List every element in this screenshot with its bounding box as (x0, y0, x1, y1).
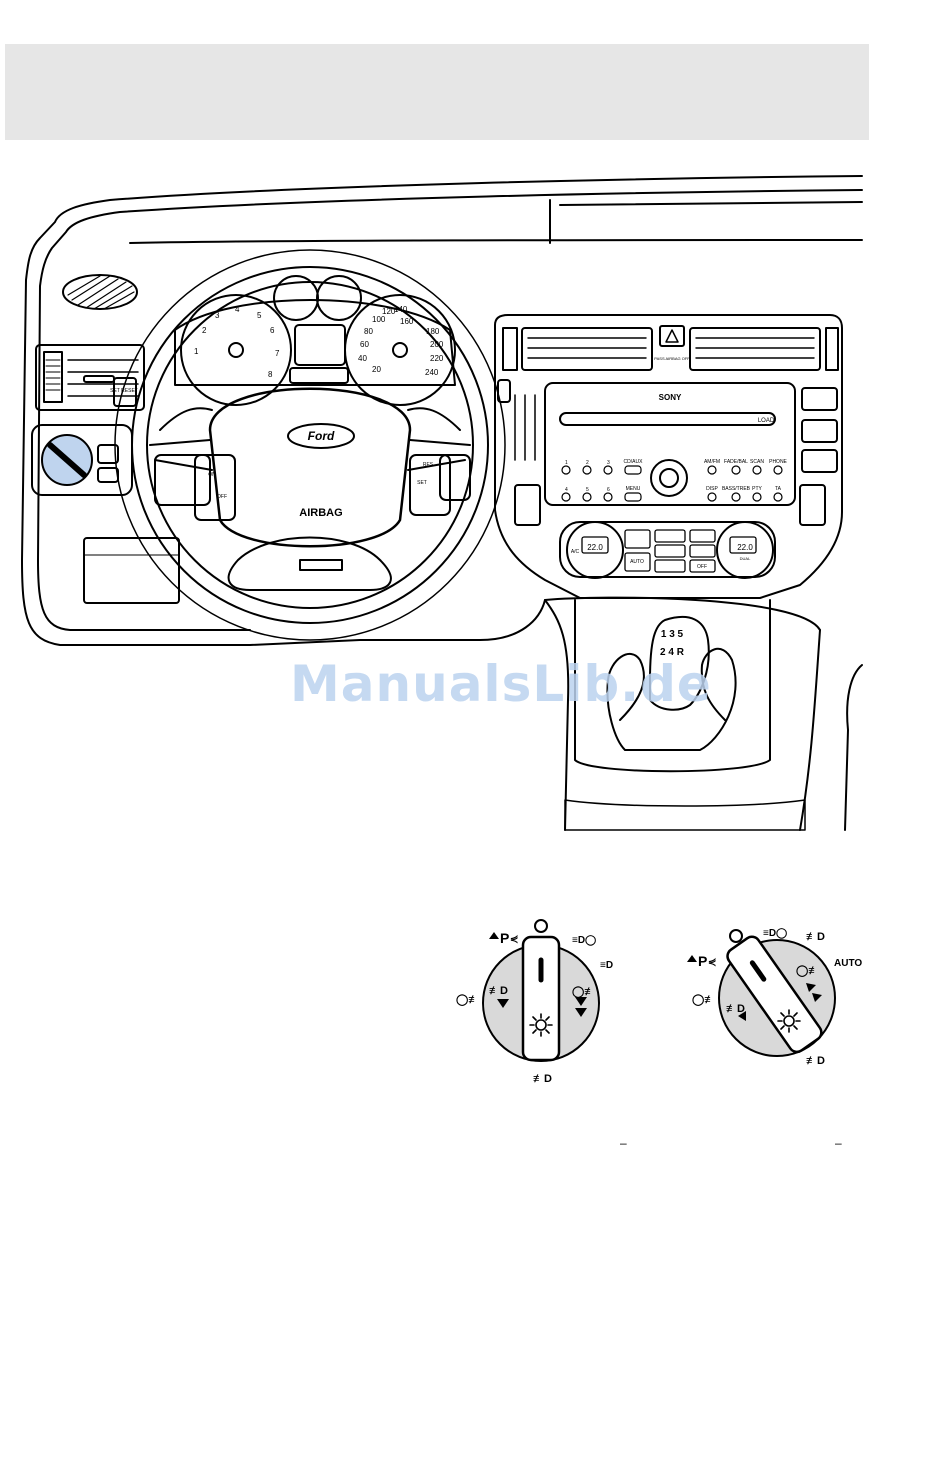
svg-text:200: 200 (430, 340, 444, 349)
center-stack (494, 314, 843, 599)
svg-text:20: 20 (372, 365, 381, 374)
radio-load: LOAD (758, 418, 775, 424)
steering-wheel (114, 249, 506, 641)
svg-text:⋞: ⋞ (510, 934, 518, 945)
svg-text:1: 1 (194, 347, 199, 356)
left-vent-oval (62, 274, 138, 310)
radio-presets: 1 2 3 4 5 6 (565, 460, 610, 493)
svg-text:5: 5 (257, 311, 262, 320)
climate-auto: AUTO (630, 559, 644, 565)
radio-btn-cdaux: CD/AUX (624, 459, 644, 465)
dashboard-shell (21, 175, 863, 831)
radio-btn-basstreb: BASS/TREB (722, 486, 751, 492)
svg-text:1: 1 (565, 460, 568, 466)
climate-off: OFF (697, 564, 707, 570)
svg-text:140: 140 (394, 305, 408, 314)
manual-switch-symbols: P ⋞ ≡D◯ ≡D ◯≢ ≢D ◯≢ ≢D (456, 930, 613, 1085)
ford-badge: Ford (308, 429, 335, 443)
radio-btn-ta: TA (775, 486, 782, 492)
svg-text:P: P (698, 953, 707, 969)
svg-text:◯≢: ◯≢ (572, 986, 595, 998)
off-position-icon-auto (729, 929, 743, 943)
svg-text:≡D◯: ≡D◯ (763, 928, 787, 939)
svg-text:40: 40 (358, 354, 367, 363)
svg-text:≢D: ≢D (806, 931, 825, 943)
radio-btn-scan: SCAN (750, 459, 764, 465)
headlamp-switch-auto (687, 929, 836, 1057)
gear-shift (574, 599, 771, 773)
svg-text:6: 6 (270, 326, 275, 335)
svg-text:220: 220 (430, 354, 444, 363)
set-reset-label: SET RESET (110, 388, 138, 394)
radio-btn-amfm: AM/FM (704, 459, 720, 465)
svg-text:6: 6 (607, 487, 610, 493)
wheel-off-label: OFF (217, 494, 227, 500)
tachometer-ticks: 1 2 3 4 5 6 7 8 (194, 305, 280, 379)
wheel-res-label: RES (423, 462, 434, 468)
svg-text:≡D: ≡D (600, 960, 613, 971)
svg-text:2: 2 (586, 460, 589, 466)
climate-left-temp: 22.0 (587, 543, 603, 552)
svg-text:≢D: ≢D (533, 1073, 552, 1085)
svg-text:240: 240 (425, 368, 439, 377)
radio-btn-menu: MENU (626, 486, 641, 492)
radio-preset-buttons (561, 465, 783, 502)
dash-light-switch (31, 424, 133, 496)
svg-text:4: 4 (565, 487, 568, 493)
svg-text:180: 180 (426, 327, 440, 336)
storage-box (83, 537, 180, 604)
svg-text:≢D: ≢D (806, 1055, 825, 1067)
auto-label: AUTO (834, 958, 862, 969)
svg-text:120: 120 (382, 307, 396, 316)
svg-text:◯≢: ◯≢ (692, 994, 715, 1006)
auto-switch-symbols: P ⋞ ≡D◯ ≢D AUTO ◯≢ ≢D ◯≢ ≢D (692, 928, 862, 1067)
svg-text:8: 8 (268, 370, 273, 379)
radio-brand: SONY (659, 393, 682, 402)
climate-dual: DUAL (740, 556, 751, 561)
wheel-on-label: ON (208, 472, 216, 478)
svg-text:100: 100 (372, 315, 386, 324)
left-side-vent (35, 344, 145, 411)
svg-text:≡D◯: ≡D◯ (572, 935, 596, 946)
svg-text:60: 60 (360, 340, 369, 349)
gear-top: 1 3 5 (661, 629, 684, 640)
set-reset-stalk (113, 377, 137, 407)
svg-text:3: 3 (215, 311, 220, 320)
svg-text:≢D: ≢D (489, 985, 508, 997)
speedometer-ticks: 20 40 60 80 100 120 140 160 180 200 220 … (358, 305, 444, 377)
wheel-set-label: SET (417, 480, 427, 486)
svg-text:≢D: ≢D (726, 1003, 745, 1015)
svg-text:◯≢: ◯≢ (796, 965, 819, 977)
radio-btn-pty: PTY (752, 486, 762, 492)
radio-btn-fadebal: FADE/BAL (724, 459, 748, 465)
gear-bottom: 2 4 R (660, 647, 685, 658)
climate-ac: A/C (571, 549, 580, 555)
svg-text:7: 7 (275, 349, 280, 358)
lower-console (564, 799, 806, 831)
svg-text:160: 160 (400, 317, 414, 326)
climate-right-temp: 22.0 (737, 543, 753, 552)
svg-text:5: 5 (586, 487, 589, 493)
svg-text:2: 2 (202, 326, 207, 335)
svg-text:80: 80 (364, 327, 373, 336)
svg-text:⋞: ⋞ (708, 957, 716, 968)
radio-btn-disp: DISP (706, 486, 718, 492)
svg-text:◯≢: ◯≢ (456, 994, 479, 1006)
watermark: ManualsLib.de (290, 655, 712, 713)
radio-btn-phone: PHONE (769, 459, 787, 465)
header-bar (5, 44, 869, 140)
dashboard-labels: AIRBAG Ford SONY LOAD CD/AUX AM/FM FADE/… (110, 356, 787, 658)
svg-text:4: 4 (235, 305, 240, 314)
hazard-label: PASS AIRBAG OFF (654, 356, 690, 361)
sun-icon-auto (777, 1009, 801, 1033)
off-position-icon (534, 919, 548, 933)
caption-mark-left: – (620, 1136, 627, 1150)
airbag-label: AIRBAG (299, 507, 342, 519)
headlamp-switch-manual (482, 919, 600, 1062)
svg-text:3: 3 (607, 460, 610, 466)
parking-light-icon: P (500, 930, 509, 946)
caption-mark-right: – (835, 1136, 842, 1150)
sun-icon (529, 1013, 553, 1037)
